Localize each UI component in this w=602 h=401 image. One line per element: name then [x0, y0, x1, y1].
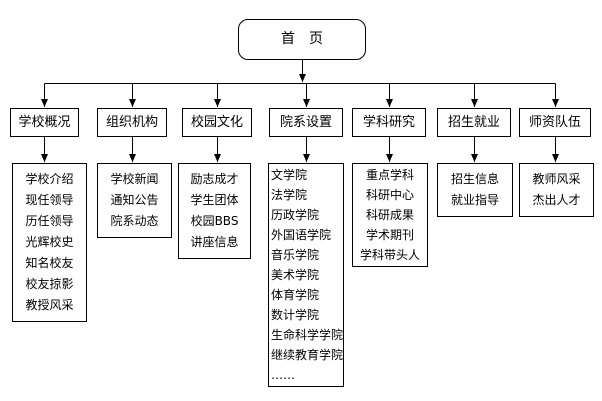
list-item: 励志成才	[190, 172, 239, 186]
list-item: 知名校友	[25, 256, 74, 270]
items-departments: 文学院法学院历政学院外国语学院音乐学院美术学院体育学院数计学院生命科学学院继续教…	[268, 163, 344, 387]
node-faculty-team: 师资队伍	[519, 108, 591, 137]
list-item: 招生信息	[450, 172, 499, 186]
list-item: 光辉校史	[25, 235, 74, 249]
list-item: 美术学院	[271, 268, 320, 282]
items-faculty-team: 教师风采杰出人才	[519, 163, 594, 217]
list-item: 重点学科	[365, 168, 414, 182]
list-item: 通知公告	[110, 193, 159, 207]
items-admissions-employment: 招生信息就业指导	[437, 163, 513, 217]
list-item: 校友掠影	[25, 277, 74, 291]
list-item: 文学院	[271, 168, 308, 182]
items-campus-culture: 励志成才学生团体校园BBS 讲座信息	[178, 163, 251, 259]
list-item: 外国语学院	[271, 228, 332, 242]
items-subject-research: 重点学科科研中心科研成果学术期刊学科带头人	[352, 163, 428, 267]
list-item: 教授风采	[25, 298, 74, 312]
list-item: 院系动态	[110, 214, 159, 228]
list-item: ……	[271, 368, 295, 382]
list-item: 体育学院	[271, 288, 320, 302]
node-departments: 院系设置	[269, 108, 343, 137]
list-item: 数计学院	[271, 308, 320, 322]
list-item: 现任领导	[25, 193, 74, 207]
node-home: 首 页	[238, 19, 366, 60]
list-item: 杰出人才	[532, 193, 581, 207]
items-school-overview: 学校介绍现任领导历任领导光辉校史知名校友校友掠影教授风采	[12, 163, 87, 322]
list-item: 讲座信息	[190, 235, 239, 249]
list-item: 生命科学学院	[271, 328, 344, 342]
list-item: 学科带头人	[359, 248, 420, 262]
list-item: 音乐学院	[271, 248, 320, 262]
list-item: 法学院	[271, 188, 308, 202]
node-campus-culture: 校园文化	[182, 108, 252, 137]
list-item: 学生团体	[190, 193, 239, 207]
node-school-overview: 学校概况	[10, 108, 79, 137]
list-item: 学校介绍	[25, 172, 74, 186]
list-item: 学术期刊	[365, 228, 414, 242]
node-organization: 组织机构	[97, 108, 167, 137]
list-item: 科研中心	[365, 188, 414, 202]
items-organization: 学校新闻通知公告院系动态	[97, 163, 172, 238]
node-subject-research: 学科研究	[352, 108, 426, 137]
list-item: 校园BBS	[190, 214, 239, 228]
list-item: 科研成果	[365, 208, 414, 222]
list-item: 历政学院	[271, 208, 320, 222]
node-admissions-employment: 招生就业	[437, 108, 511, 137]
list-item: 学校新闻	[110, 172, 159, 186]
list-item: 教师风采	[532, 172, 581, 186]
list-item: 就业指导	[450, 193, 499, 207]
list-item: 历任领导	[25, 214, 74, 228]
list-item: 继续教育学院	[271, 348, 344, 362]
